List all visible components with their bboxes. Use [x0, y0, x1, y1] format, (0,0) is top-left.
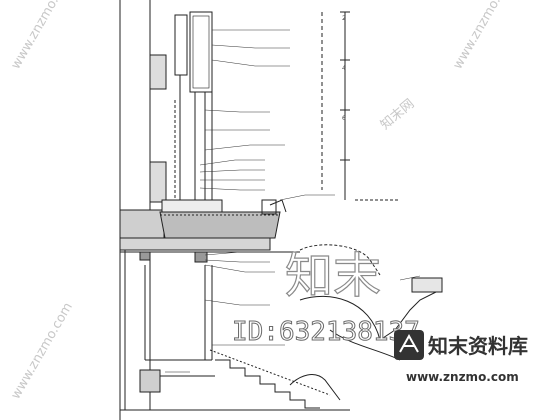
dimension-mark: 2 [342, 15, 346, 22]
dimension-mark: 6 [342, 115, 346, 122]
big-watermark: 知末 [285, 248, 381, 304]
floor-slab [119, 199, 300, 263]
dimension-marks: 2 4 6 [342, 15, 346, 122]
facade-panel [161, 11, 223, 213]
callout-leaders [199, 29, 421, 346]
logo-glyph-icon [399, 333, 419, 353]
side-watermark-bottom-left: www.znzmo.com [8, 300, 75, 402]
side-watermark-top: www.znzmo.com [450, 0, 517, 72]
lower-glazing [144, 265, 213, 361]
brand-logo: 知末资料库 www.znzmo.com [394, 330, 528, 384]
dimension-mark: 4 [342, 65, 346, 72]
left-wall [119, 0, 167, 420]
brand-name: 知末资料库 [428, 334, 528, 358]
brand-url: www.znzmo.com [406, 370, 519, 384]
side-watermark-left: www.znzmo.com [8, 0, 75, 72]
right-side-elements [299, 11, 443, 361]
staircase [120, 349, 350, 411]
side-watermark-cn: 知末网 [377, 96, 417, 133]
id-watermark: ID:632138137 [232, 317, 420, 347]
